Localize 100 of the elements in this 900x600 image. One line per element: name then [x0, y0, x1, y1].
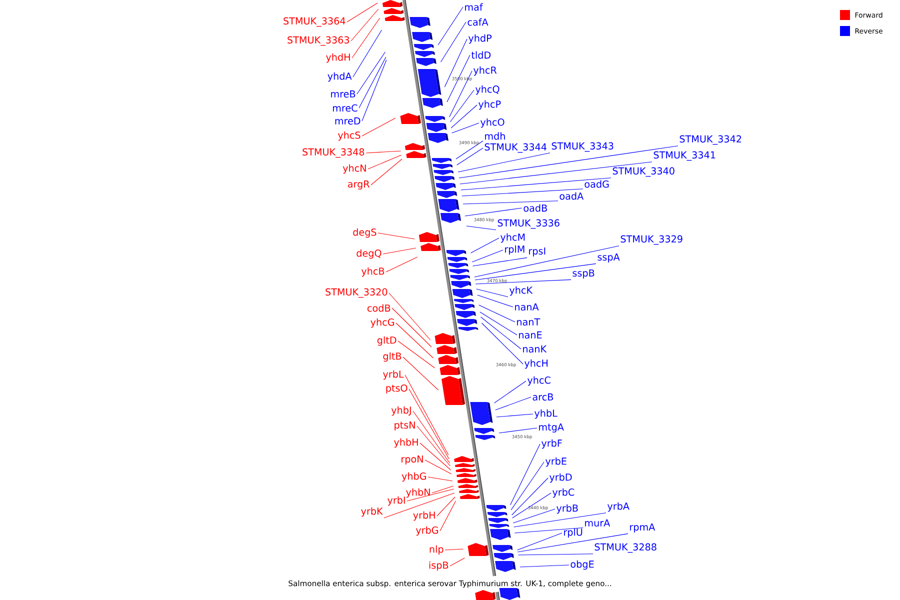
gene-label: nanK [523, 345, 547, 353]
gene-label: yrbB [556, 504, 578, 514]
gene-label: argR [348, 180, 370, 190]
leader-line [498, 428, 538, 434]
gene-label: yhcB [361, 267, 384, 277]
leader-line [512, 478, 548, 516]
leader-line [462, 200, 558, 204]
gene-label: arcB [532, 393, 554, 401]
leader-line [450, 104, 478, 128]
gene-label: yhcN [342, 164, 366, 174]
leader-line [366, 150, 401, 154]
gene-label: yhbG [402, 472, 426, 482]
leader-line [449, 70, 472, 118]
gene-label: STMUK_3343 [552, 142, 614, 152]
leader-line [475, 279, 572, 284]
gene-label: yrbH [413, 511, 435, 521]
gene-label: yhcS [338, 131, 360, 141]
gene-label: yhcQ [475, 85, 500, 95]
gene-label: STMUK_3336 [498, 219, 560, 229]
gene-label: rplM [505, 245, 524, 255]
leader-line [474, 263, 596, 280]
gene-label: STMUK_3363 [288, 36, 350, 46]
gene-label: mreB [331, 90, 356, 98]
leader-line [384, 492, 455, 518]
gene-label: murA [585, 519, 610, 527]
gene-label: yrbF [542, 439, 562, 449]
gene-label: STMUK_3320 [326, 288, 388, 298]
gene-label: rplU [564, 528, 582, 538]
leader-line [452, 122, 480, 134]
leader-line [370, 158, 402, 186]
leader-line [446, 54, 470, 102]
gene-label: oadG [584, 180, 609, 188]
gene-label: nanT [517, 318, 540, 326]
leader-line [386, 256, 418, 272]
leader-line [460, 162, 652, 184]
leader-line [513, 512, 606, 528]
gene-label: yhcO [480, 118, 504, 128]
leader-line [444, 548, 464, 550]
leader-line [456, 148, 484, 166]
leader-line [398, 340, 436, 368]
gene-label: oadB [524, 204, 547, 212]
gene-label: yrbG [416, 526, 438, 536]
gene-label: yhcM [500, 233, 525, 243]
gene-label: degS [353, 228, 376, 238]
gene-label: yhcR [473, 66, 497, 76]
gene-label: gltD [377, 336, 396, 346]
gene-label: yrbA [608, 502, 630, 512]
leader-line [346, 2, 378, 22]
gene-label: gltB [383, 352, 402, 362]
leader-line [517, 533, 628, 552]
leader-line [512, 492, 552, 518]
leader-line [458, 152, 550, 172]
gene-label: mtgA [539, 424, 564, 432]
gene-label: STMUK_3364 [284, 17, 346, 27]
leader-line [362, 60, 387, 122]
leader-line [458, 146, 678, 178]
gene-label: cafA [468, 18, 488, 26]
gene-label: yrbK [361, 507, 383, 517]
leader-line [462, 188, 584, 196]
leader-line [396, 322, 434, 358]
gene-label: STMUK_3341 [654, 151, 716, 161]
leader-line [472, 257, 528, 266]
gene-label: yrbE [546, 457, 566, 467]
gene-label: yrbL [383, 370, 404, 380]
leader-line [406, 488, 454, 502]
gene-label: degQ [356, 249, 382, 259]
gene-label: yhcG [370, 318, 394, 328]
gene-label: STMUK_3288 [594, 543, 656, 553]
gene-label: yhbJ [391, 406, 411, 416]
leader-line [450, 558, 465, 566]
leader-line [362, 118, 396, 136]
leader-line [412, 410, 450, 464]
gene-label: yhcH [524, 359, 548, 369]
gene-label: nanE [519, 331, 542, 339]
gene-label: obgE [570, 560, 594, 570]
gene-label: yhdA [328, 72, 352, 82]
leader-line [496, 414, 534, 418]
leader-line [416, 426, 450, 466]
gene-label: tldD [471, 51, 491, 59]
gene-label: rpoN [402, 456, 423, 464]
gene-label: sspB [572, 270, 594, 278]
leader-line [481, 322, 524, 364]
gene-label: yrbI [388, 496, 405, 506]
leader-line [450, 90, 474, 122]
gene-label: STMUK_3348 [302, 148, 364, 158]
gene-label: yhbN [406, 488, 430, 498]
gene-label: codB [368, 304, 390, 312]
gene-label: yhbL [534, 409, 558, 419]
leader-line [352, 18, 380, 58]
leader-line [476, 288, 508, 298]
gene-label: STMUK_3344 [484, 143, 546, 153]
leader-line [480, 316, 522, 350]
gene-label: yhbH [394, 438, 418, 448]
leader-line [392, 308, 432, 348]
leader-line [510, 462, 544, 510]
gene-label: mreD [335, 117, 360, 125]
gene-label: rpmA [630, 524, 656, 532]
gene-label: oadA [560, 192, 584, 200]
leader-line [494, 380, 526, 404]
leader-line [520, 564, 570, 568]
